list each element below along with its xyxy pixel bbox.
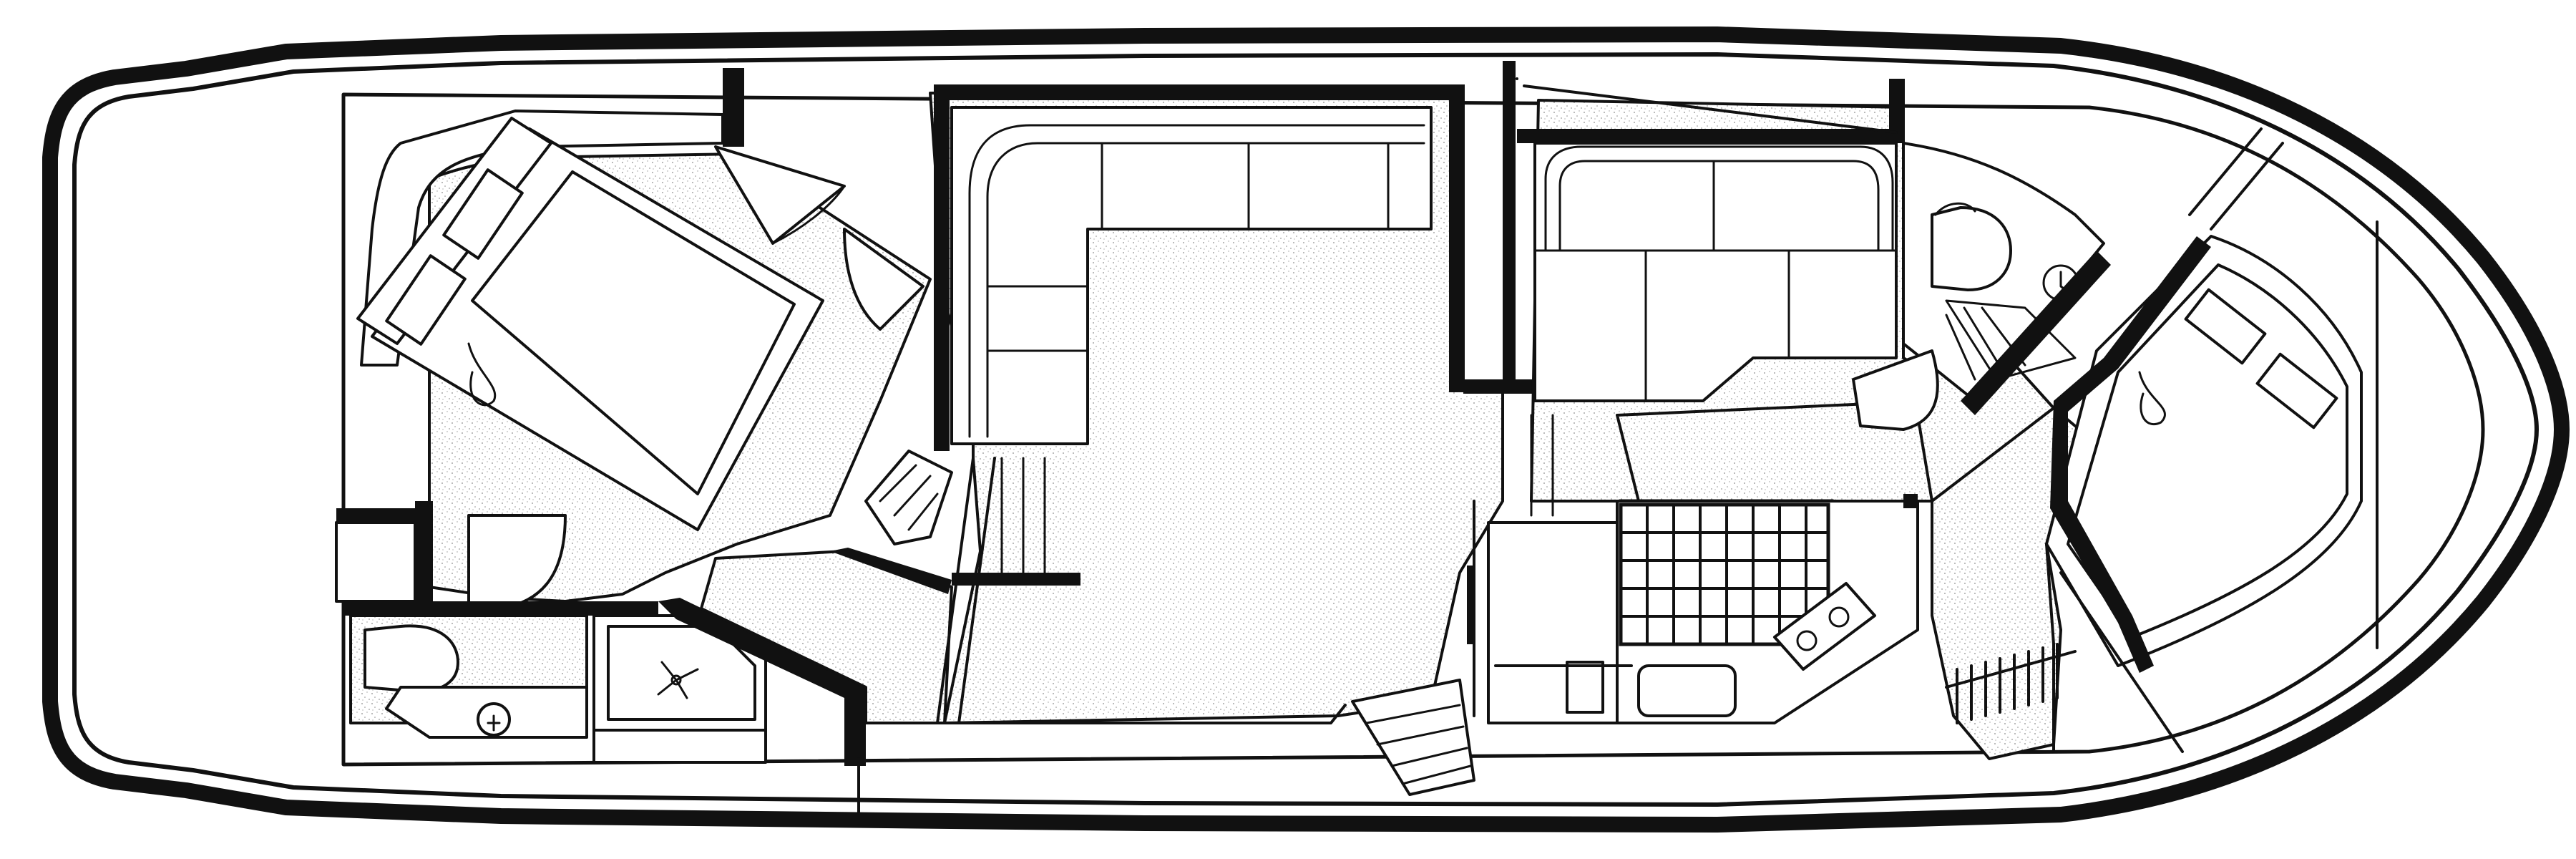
aft-locker-door-arc xyxy=(843,228,924,331)
shower-drain-icon xyxy=(657,661,699,699)
helm-console-wall xyxy=(830,548,952,594)
forward-hatch-ladder xyxy=(1945,643,2077,724)
aft-shower-step xyxy=(592,729,767,764)
forward-berth-pillow xyxy=(2184,288,2267,365)
hull-inner-line xyxy=(72,52,2539,807)
aft-berth-pillow xyxy=(385,254,467,346)
salon-bulkhead xyxy=(1463,379,1535,394)
aft-berth-mattress xyxy=(471,170,796,495)
forward-head-bulkhead xyxy=(1961,251,2111,415)
forward-toilet-icon xyxy=(1931,206,2012,291)
dinette-side-lines xyxy=(1530,414,1554,517)
salon-sofa-cushions xyxy=(986,142,1390,352)
forward-head xyxy=(1852,142,2111,503)
burner-icon xyxy=(1796,630,1818,651)
dinette-bulkhead xyxy=(1517,129,1903,143)
salon-bulkhead xyxy=(934,84,1463,100)
forward-berth-sheet-fold xyxy=(2138,371,2166,425)
cabin-structure-lines xyxy=(857,77,1898,825)
aft-head xyxy=(343,601,658,739)
aft-shower xyxy=(592,614,767,764)
galley-tile-lines-overlay xyxy=(1619,503,1830,646)
dinette-bulkhead xyxy=(1889,79,1905,143)
aft-step-box xyxy=(335,521,416,603)
galley-bulkhead xyxy=(1903,494,1918,508)
salon-bulkhead xyxy=(952,573,1080,586)
hull xyxy=(42,26,2570,833)
burner-icon xyxy=(1828,606,1850,628)
aft-sink-drain xyxy=(487,714,501,732)
forward-hull-diagonal xyxy=(2059,571,2184,753)
aft-bulkhead xyxy=(723,68,744,147)
companionway-stairs xyxy=(864,679,1475,796)
salon-stair-treads xyxy=(1000,457,1046,574)
helm-seat-detail xyxy=(879,464,939,531)
salon-bulkhead xyxy=(1503,61,1516,390)
salon-threshold xyxy=(864,704,1347,724)
salon-bulkhead xyxy=(934,86,950,451)
aft-stateroom xyxy=(335,68,932,610)
forward-berth-pillow xyxy=(2255,352,2338,430)
galley-cooktop xyxy=(1773,582,1876,671)
helm-seat xyxy=(864,450,953,545)
forward-anchor-locker xyxy=(2188,127,2284,230)
dinette-seat-back xyxy=(1544,145,1894,252)
forward-toilet-lid xyxy=(1934,202,1976,216)
hull-outline xyxy=(42,26,2570,833)
forward-shower-pan xyxy=(1945,299,2077,381)
salon-stair-rail xyxy=(936,457,996,724)
helm-station xyxy=(830,450,953,594)
aft-berth-sheet-fold xyxy=(467,342,497,407)
galley-fridge xyxy=(1566,661,1604,714)
galley-sink xyxy=(1637,664,1737,717)
aft-locker-door xyxy=(771,185,846,245)
aft-toilet-icon xyxy=(364,624,459,693)
cabin-outline xyxy=(341,92,2485,767)
forward-stateroom xyxy=(1931,127,2363,760)
aft-bulkhead xyxy=(343,601,658,616)
aft-companionway-wall xyxy=(658,598,866,766)
forward-bulkhead xyxy=(2050,236,2211,673)
forward-hull-ribs xyxy=(2045,543,2055,753)
aft-bulkhead xyxy=(336,508,429,523)
salon xyxy=(929,61,1535,724)
aft-berth-pillow xyxy=(442,168,524,260)
salon-sofa-back xyxy=(968,124,1425,438)
salon-bulkhead xyxy=(1449,84,1465,392)
dinette-cushions xyxy=(1533,160,1898,402)
forward-head-door xyxy=(1852,349,1939,431)
salon-l-sofa xyxy=(950,106,1433,445)
galley xyxy=(1467,399,1948,724)
aft-hanging-locker xyxy=(714,145,846,245)
entry-step-lines xyxy=(1365,704,1472,785)
